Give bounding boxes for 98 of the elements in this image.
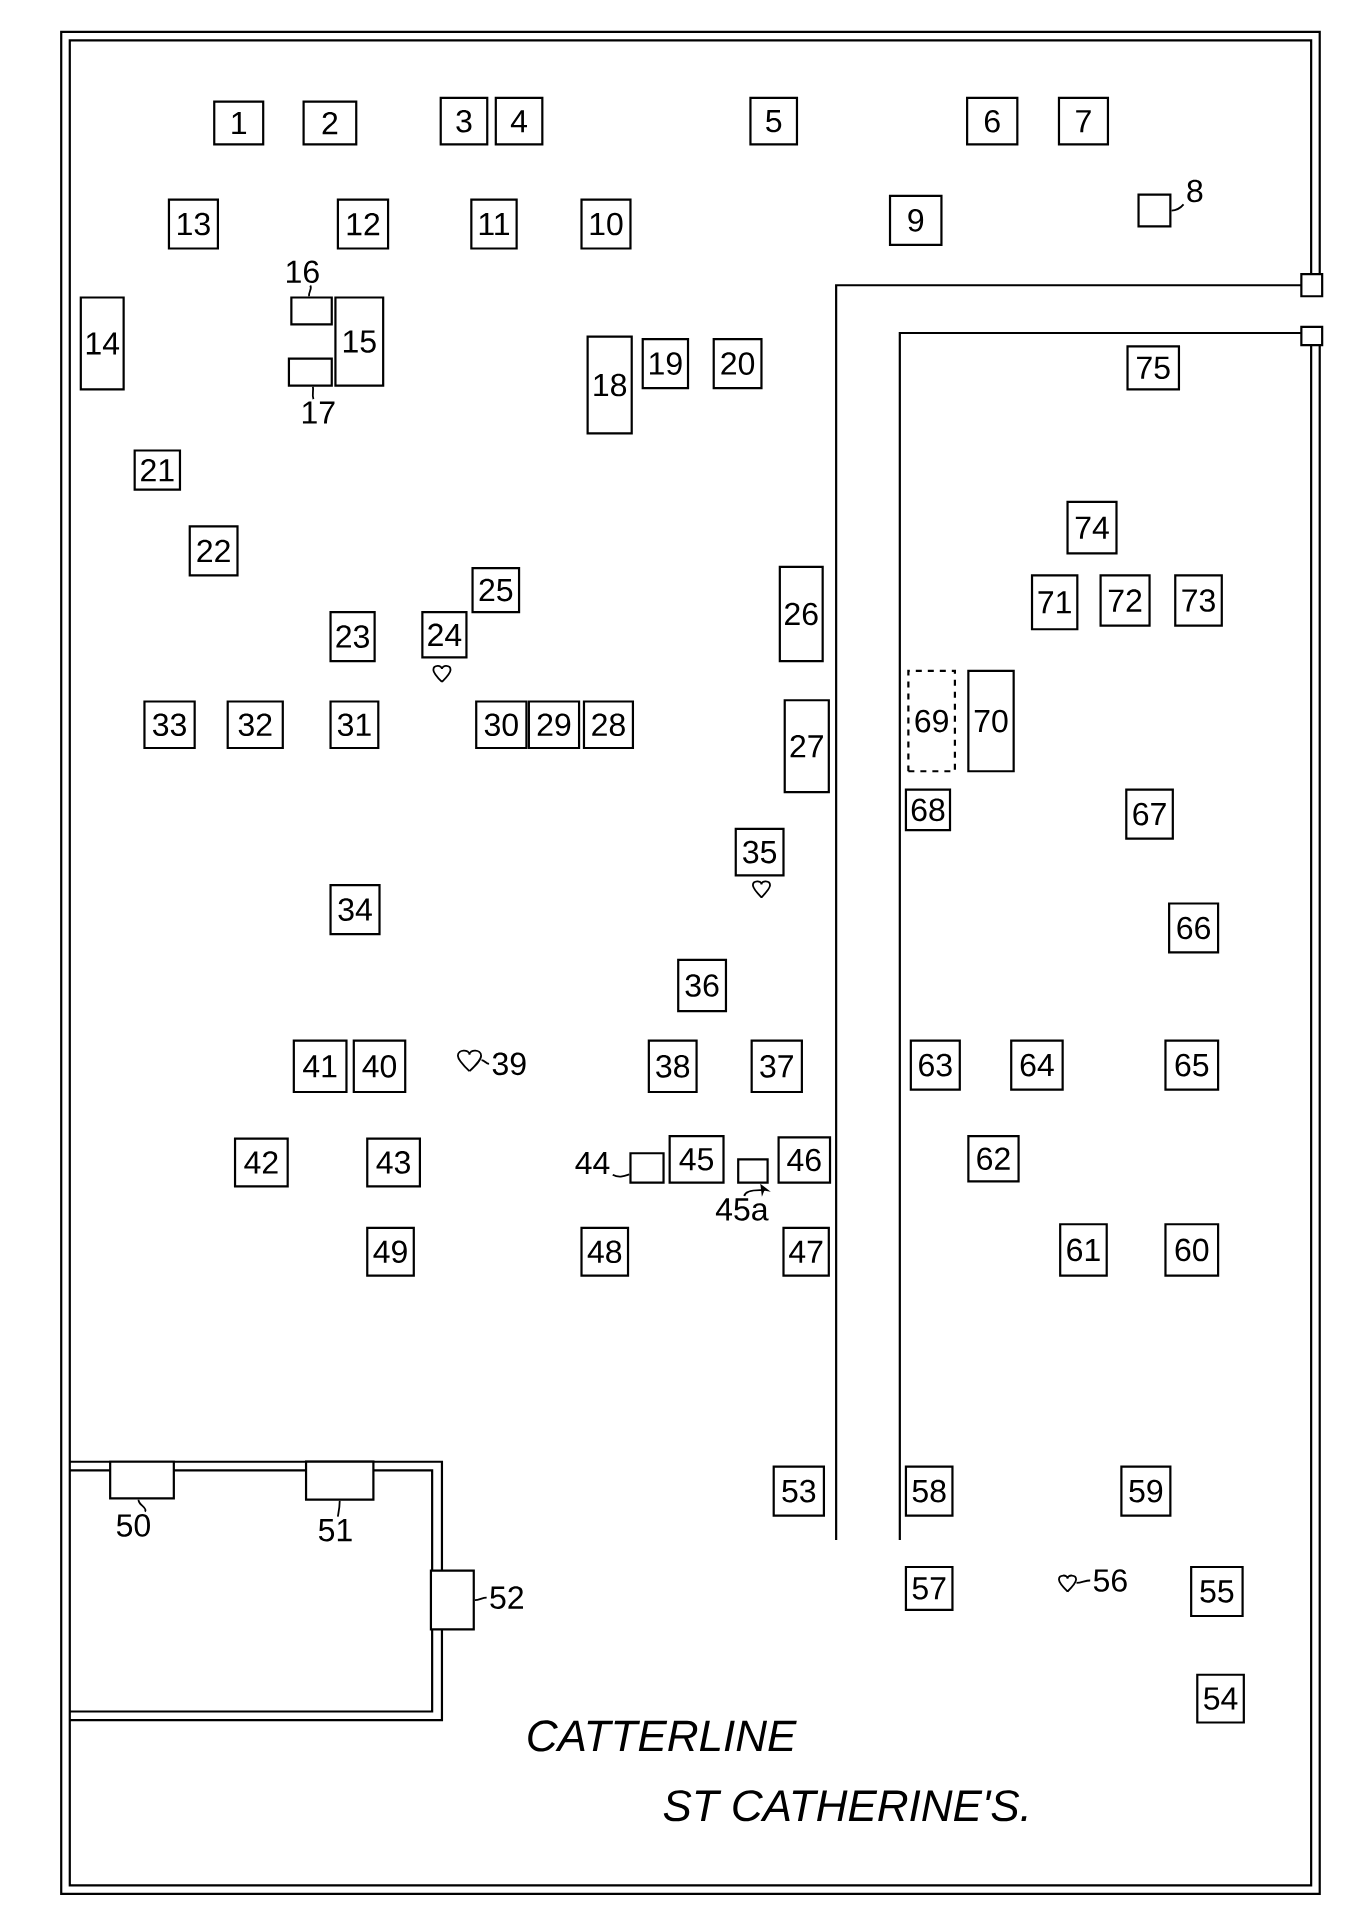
leader-line xyxy=(336,1499,341,1518)
numbered-box: 20 xyxy=(712,338,763,390)
numbered-box: 43 xyxy=(366,1137,421,1188)
leader-line xyxy=(308,284,312,298)
numbered-box: 31 xyxy=(329,700,380,750)
numbered-box: 67 xyxy=(1125,788,1174,840)
numbered-box: 45 xyxy=(668,1135,725,1184)
numbered-box: 54 xyxy=(1196,1673,1245,1724)
numbered-box: 14 xyxy=(79,296,125,391)
numbered-box: 60 xyxy=(1164,1223,1220,1277)
numbered-box: 7 xyxy=(1057,96,1110,146)
numbered-box: 32 xyxy=(226,700,284,750)
callout-number: 44 xyxy=(575,1152,610,1174)
numbered-box: 59 xyxy=(1120,1465,1172,1517)
numbered-box: 64 xyxy=(1010,1039,1064,1091)
small-box xyxy=(737,1158,769,1184)
numbered-box: 13 xyxy=(167,198,219,250)
numbered-box: 71 xyxy=(1030,574,1079,631)
callout-number: 56 xyxy=(1093,1569,1127,1592)
numbered-box: 57 xyxy=(904,1565,954,1611)
heart-icon xyxy=(456,1049,483,1073)
numbered-box: 72 xyxy=(1099,574,1151,627)
numbered-box: 21 xyxy=(133,449,182,491)
numbered-box: 42 xyxy=(233,1137,289,1188)
numbered-box: 63 xyxy=(909,1039,961,1091)
numbered-box: 29 xyxy=(527,700,581,750)
numbered-box: 48 xyxy=(580,1226,630,1277)
leader-line xyxy=(611,1173,631,1178)
numbered-box: 11 xyxy=(470,198,518,250)
numbered-box: 40 xyxy=(352,1039,407,1094)
numbered-box: 58 xyxy=(904,1465,954,1517)
leader-line xyxy=(311,385,315,401)
numbered-box: 10 xyxy=(580,198,632,250)
numbered-box: 38 xyxy=(647,1039,698,1094)
numbered-box: 2 xyxy=(302,100,358,146)
callout-number: 39 xyxy=(492,1052,526,1076)
numbered-box: 35 xyxy=(734,827,785,877)
leader-line xyxy=(137,1498,147,1513)
numbered-box: 34 xyxy=(329,884,381,936)
small-box xyxy=(109,1460,175,1500)
callout-number: 50 xyxy=(116,1514,150,1537)
callout-number: 8 xyxy=(1187,179,1203,203)
numbered-box: 36 xyxy=(677,958,728,1013)
callout-number: 16 xyxy=(287,260,319,284)
numbered-box: 5 xyxy=(749,96,799,146)
place-name: ST CATHERINE'S. xyxy=(663,1790,1027,1822)
numbered-box: 41 xyxy=(292,1039,348,1094)
numbered-box: 37 xyxy=(750,1039,803,1094)
numbered-box: 23 xyxy=(329,611,376,663)
numbered-box: 6 xyxy=(966,96,1019,146)
numbered-box: 47 xyxy=(782,1226,830,1277)
numbered-box: 3 xyxy=(439,96,489,146)
numbered-box: 53 xyxy=(772,1465,825,1517)
numbered-box: 46 xyxy=(777,1136,832,1184)
leader-line xyxy=(1170,203,1185,212)
numbered-box: 73 xyxy=(1174,574,1223,627)
numbered-box: 25 xyxy=(471,566,521,614)
numbered-box: 70 xyxy=(967,669,1015,773)
numbered-box: 27 xyxy=(783,699,830,794)
leader-line xyxy=(1075,1579,1092,1584)
numbered-box: 4 xyxy=(494,96,544,146)
small-box xyxy=(629,1152,665,1184)
numbered-box: 65 xyxy=(1164,1039,1220,1091)
callout-number: 52 xyxy=(490,1586,523,1609)
numbered-box: 24 xyxy=(421,611,468,659)
numbered-box: 19 xyxy=(641,338,690,390)
numbered-box: 28 xyxy=(582,700,635,750)
numbered-box: 12 xyxy=(336,198,390,250)
leader-line xyxy=(480,1059,490,1065)
numbered-box: 26 xyxy=(778,565,824,663)
small-box xyxy=(429,1569,475,1631)
heart-icon xyxy=(1058,1574,1077,1593)
numbered-box: 55 xyxy=(1190,1565,1244,1618)
heart-icon xyxy=(752,880,771,899)
numbered-box: 9 xyxy=(888,194,943,246)
callout-number: 17 xyxy=(302,401,335,424)
numbered-box: 66 xyxy=(1168,902,1220,954)
small-box xyxy=(1137,193,1172,228)
numbered-box: 74 xyxy=(1066,500,1118,555)
numbered-box: 62 xyxy=(967,1135,1020,1183)
callout-number: 45a xyxy=(715,1198,769,1221)
numbered-box: 68 xyxy=(904,788,952,832)
numbered-box: 61 xyxy=(1059,1223,1108,1277)
place-name: CATTERLINE xyxy=(528,1720,797,1752)
numbered-box: 75 xyxy=(1126,345,1181,391)
numbered-box: 18 xyxy=(586,335,633,435)
numbered-box: 1 xyxy=(213,100,265,146)
leader-line xyxy=(473,1596,488,1601)
heart-icon xyxy=(432,665,452,683)
small-box xyxy=(304,1460,375,1501)
numbered-box: 22 xyxy=(188,525,239,577)
small-box xyxy=(287,357,333,387)
numbered-box: 49 xyxy=(366,1226,415,1277)
small-box xyxy=(290,296,333,326)
numbered-box: 30 xyxy=(475,700,528,750)
numbered-box: 69 xyxy=(907,669,956,773)
callout-number: 51 xyxy=(318,1519,352,1542)
numbered-box: 33 xyxy=(143,700,196,750)
